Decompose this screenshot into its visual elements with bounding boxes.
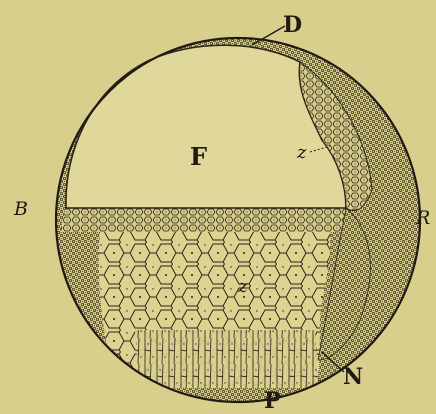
label-p: P (264, 390, 281, 412)
label-d: D (283, 14, 302, 36)
label-z-lower: z (238, 278, 247, 296)
label-n: N (343, 366, 363, 388)
label-r: R (416, 209, 430, 228)
label-f: F (190, 145, 207, 169)
cavity-floor-cells (60, 208, 352, 232)
label-z-upper: z (297, 144, 306, 162)
bottom-rim (60, 388, 420, 412)
label-b: B (14, 200, 28, 219)
